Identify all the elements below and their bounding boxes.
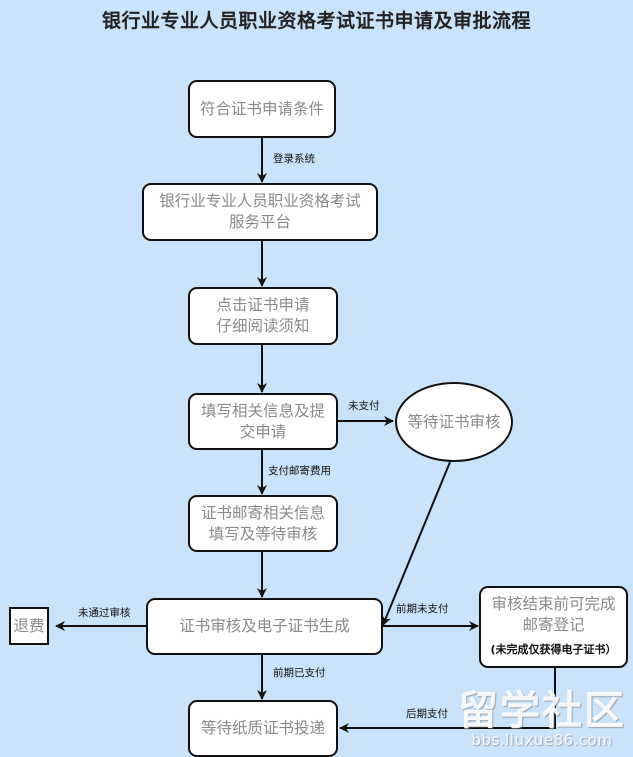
node-mailing-info: 证书邮寄相关信息 填写及等待审核: [188, 495, 338, 552]
edge-label-earlier-unpaid: 前期未支付: [396, 603, 449, 615]
edge-label-earlier-paid: 前期已支付: [273, 667, 326, 679]
node-line: 等待纸质证书投递: [200, 719, 325, 737]
edge-label-review-failed: 未通过审核: [78, 607, 131, 619]
node-line: 点击证书申请: [216, 296, 310, 314]
node-line: 等待证书审核: [407, 412, 501, 431]
node-refund: 退费: [9, 607, 49, 645]
watermark: 留学社区 bbs.liuxue86.com: [458, 690, 626, 748]
node-await-paper-certificate: 等待纸质证书投递: [188, 700, 338, 757]
node-await-review: 等待证书审核: [395, 382, 513, 462]
edge-n9-n10: [339, 668, 556, 733]
node-line: 填写及等待审核: [208, 524, 318, 543]
node-line: 邮寄登记: [522, 616, 585, 634]
node-line: 交申请: [239, 422, 287, 441]
node-review-e-certificate: 证书审核及电子证书生成: [146, 598, 383, 655]
node-mail-registration: 审核结束前可完成 邮寄登记 (未完成仅获得电子证书）: [479, 586, 628, 668]
watermark-logo-text: 留学社区: [458, 688, 626, 734]
node-service-platform: 银行业专业人员职业资格考试 服务平台: [142, 183, 378, 241]
watermark-url: bbs.liuxue86.com: [471, 731, 613, 749]
node-eligibility: 符合证书申请条件: [188, 80, 336, 138]
node-note: (未完成仅获得电子证书）: [490, 643, 617, 656]
edge-label-unpaid: 未支付: [348, 400, 380, 412]
node-line: 银行业专业人员职业资格考试: [159, 192, 361, 210]
edge-label-pay-postage: 支付邮寄费用: [268, 465, 331, 477]
edge-label-later-paid: 后期支付: [406, 708, 448, 720]
diagram-title: 银行业专业人员职业资格考试证书申请及审批流程: [101, 10, 531, 32]
node-line: 退费: [13, 616, 45, 635]
edge-n5-n7: [381, 461, 451, 626]
node-line: 证书邮寄相关信息: [200, 503, 325, 522]
node-line: 证书审核及电子证书生成: [179, 617, 350, 635]
edge-label-login: 登录系统: [273, 153, 315, 165]
node-line: 仔细阅读须知: [216, 317, 310, 335]
node-line: 符合证书申请条件: [199, 99, 324, 118]
node-line: 审核结束前可完成: [491, 595, 616, 613]
node-fill-submit: 填写相关信息及提 交申请: [188, 393, 338, 450]
node-click-apply: 点击证书申请 仔细阅读须知: [188, 287, 338, 345]
node-line: 服务平台: [228, 213, 291, 231]
node-line: 填写相关信息及提: [200, 401, 325, 420]
